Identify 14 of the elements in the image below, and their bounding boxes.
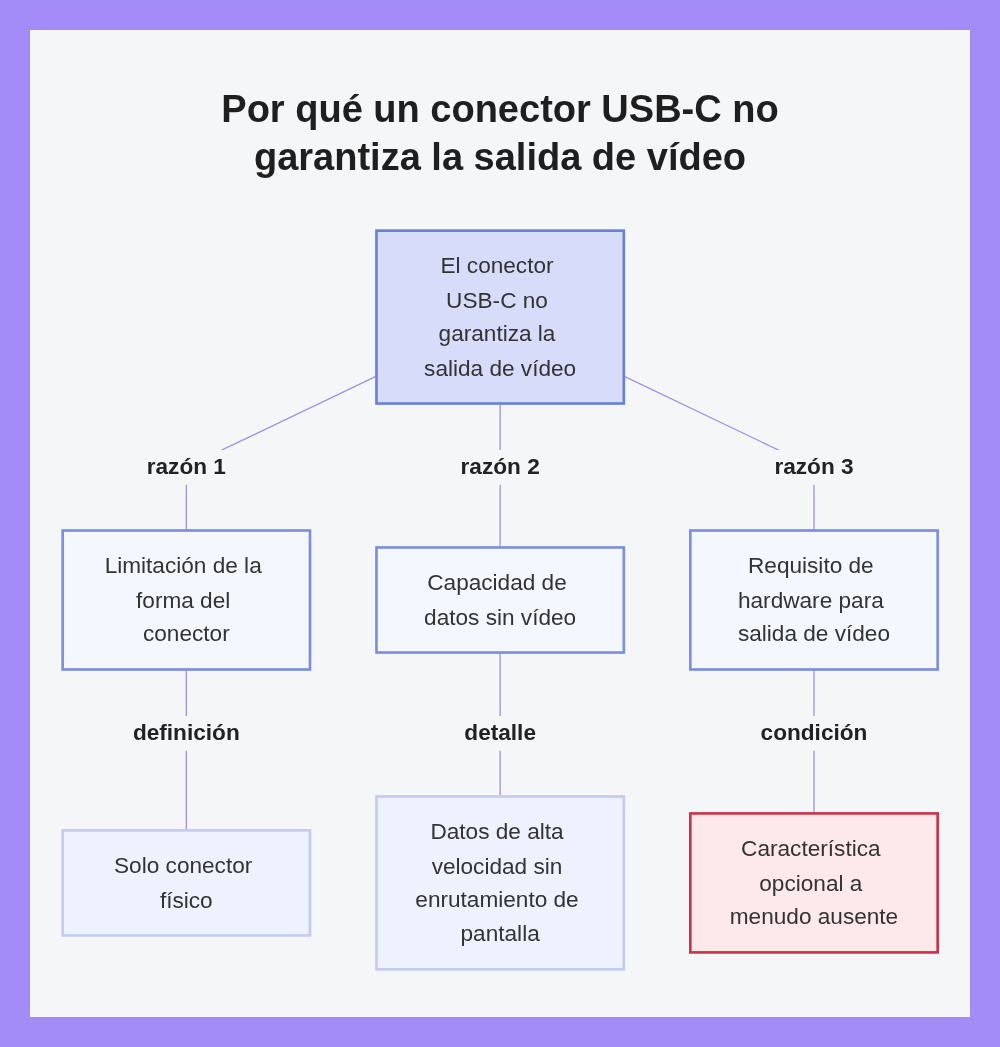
edge-label: razón 3 (774, 450, 854, 484)
process-box: Limitación de la forma del conector (61, 529, 312, 671)
diagram-title: Por qué un conector USB-C no garantiza la salida de vídeo (220, 87, 780, 180)
edge-label: razón 2 (460, 450, 540, 484)
process-box: El conector USB-C no garantiza la salida de vídeo (375, 229, 625, 405)
edge-label: razón 1 (146, 450, 226, 484)
process-box: Requisito de hardware para salida de vídeo (688, 529, 939, 671)
edge-label: definición (132, 716, 240, 750)
edge-label: detalle (464, 716, 536, 750)
process-box: Solo conector físico (61, 829, 312, 937)
process-box: Capacidad de datos sin vídeo (375, 546, 625, 654)
edge-label: condición (760, 716, 868, 750)
process-box: Característica opcional a menudo ausente (688, 812, 939, 954)
process-box: Datos de alta velocidad sin enrutamiento de pantalla (375, 795, 625, 971)
